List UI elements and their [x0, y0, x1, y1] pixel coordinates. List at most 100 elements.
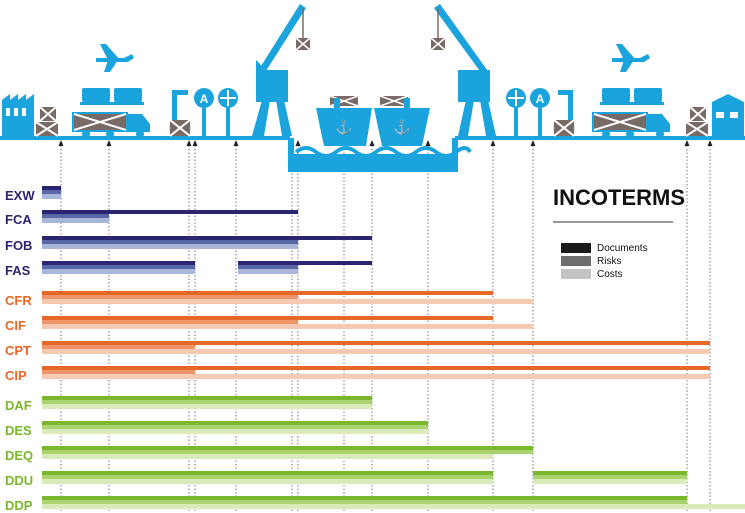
risks-bar [42, 345, 195, 349]
costs-bar [42, 244, 298, 249]
documents-bar [42, 291, 493, 295]
term-row-cfr: CFR [5, 291, 533, 308]
documents-bar [42, 341, 710, 345]
costs-bar [533, 479, 687, 484]
risks-bar [42, 425, 428, 429]
guide-arrow-icon [425, 140, 431, 146]
risks-bar [42, 240, 298, 244]
svg-text:A: A [536, 92, 545, 106]
svg-text:⚓: ⚓ [335, 119, 352, 136]
customs-sign-icon: A [194, 88, 238, 136]
term-row-daf: DAF [5, 396, 372, 413]
term-code-label: DDU [5, 473, 33, 488]
documents-bar [42, 316, 493, 320]
term-code-label: DEQ [5, 448, 33, 463]
term-row-fob: FOB [5, 236, 372, 253]
cargo-ship-icon: ⚓ [316, 95, 372, 146]
logistics-scene: A ⚓ ⚓ [0, 4, 745, 172]
costs-bar [42, 194, 61, 199]
crane-icon [252, 4, 311, 136]
documents-bar [533, 471, 687, 475]
guide-arrow-icon [192, 140, 198, 146]
legend-swatch [561, 256, 591, 266]
guide-arrow-icon [58, 140, 64, 146]
guide-arrow-icon [530, 140, 536, 146]
documents-bar [238, 261, 372, 265]
costs-bar [42, 324, 533, 329]
legend-label: Risks [597, 256, 621, 267]
term-code-label: DES [5, 423, 32, 438]
term-row-cif: CIF [5, 316, 533, 333]
costs-bar [42, 429, 428, 434]
risks-bar [42, 370, 195, 374]
costs-bar [42, 218, 109, 223]
svg-text:A: A [200, 92, 209, 106]
crate-icon [685, 106, 709, 137]
costs-bar [42, 374, 710, 379]
term-code-label: DAF [5, 398, 32, 413]
port-basin [288, 138, 458, 172]
term-row-cpt: CPT [5, 341, 710, 358]
term-row-exw: EXW [5, 186, 61, 203]
guide-arrow-icon [369, 140, 375, 146]
documents-bar [42, 396, 372, 400]
train-icon [80, 88, 144, 105]
risks-bar [42, 190, 61, 194]
crate-icon [35, 106, 59, 137]
border-post-icon [553, 90, 575, 137]
cargo-ship-icon: ⚓ [374, 95, 430, 146]
costs-bar [238, 269, 298, 274]
risks-bar [533, 475, 687, 479]
costs-bar [42, 269, 195, 274]
legend-label: Documents [597, 243, 648, 254]
term-code-label: CIF [5, 318, 26, 333]
guide-arrow-icon [707, 140, 713, 146]
border-post-icon [169, 90, 191, 137]
documents-bar [42, 186, 61, 190]
risks-bar [238, 265, 298, 269]
documents-bar [42, 261, 195, 265]
water-body [294, 154, 452, 164]
customs-sign-icon: A [506, 88, 550, 136]
term-code-label: FOB [5, 238, 32, 253]
documents-bar [42, 496, 687, 500]
term-row-fca: FCA [5, 210, 298, 227]
costs-bar [42, 299, 533, 304]
svg-text:⚓: ⚓ [393, 119, 410, 136]
costs-bar [42, 504, 745, 509]
term-row-cip: CIP [5, 366, 710, 383]
term-row-deq: DEQ [5, 446, 533, 463]
documents-bar [42, 366, 710, 370]
diagram-title: INCOTERMS [553, 185, 685, 210]
crane-icon [430, 4, 496, 136]
term-row-fas: FAS [5, 261, 372, 278]
term-code-label: FCA [5, 212, 32, 227]
costs-bar [42, 479, 493, 484]
ground-line-right [455, 136, 745, 140]
costs-bar [42, 404, 372, 409]
term-code-label: CIP [5, 368, 27, 383]
documents-bar [42, 446, 533, 450]
airplane-icon [612, 44, 650, 72]
documents-bar [42, 236, 372, 240]
risks-bar [42, 295, 298, 299]
factory-icon [2, 94, 34, 136]
legend-swatch [561, 269, 591, 279]
truck-icon [72, 112, 150, 138]
warehouse-icon [712, 94, 744, 136]
legend-label: Costs [597, 269, 623, 280]
risks-bar [42, 265, 195, 269]
term-row-des: DES [5, 421, 428, 438]
train-icon [600, 88, 664, 105]
costs-bar [42, 349, 710, 354]
guide-arrow-icon [490, 140, 496, 146]
documents-bar [42, 210, 298, 214]
costs-bar [42, 454, 493, 459]
guide-arrow-icon [295, 140, 301, 146]
airplane-icon [96, 44, 134, 72]
guide-arrow-icon [233, 140, 239, 146]
risks-bar [42, 214, 109, 218]
